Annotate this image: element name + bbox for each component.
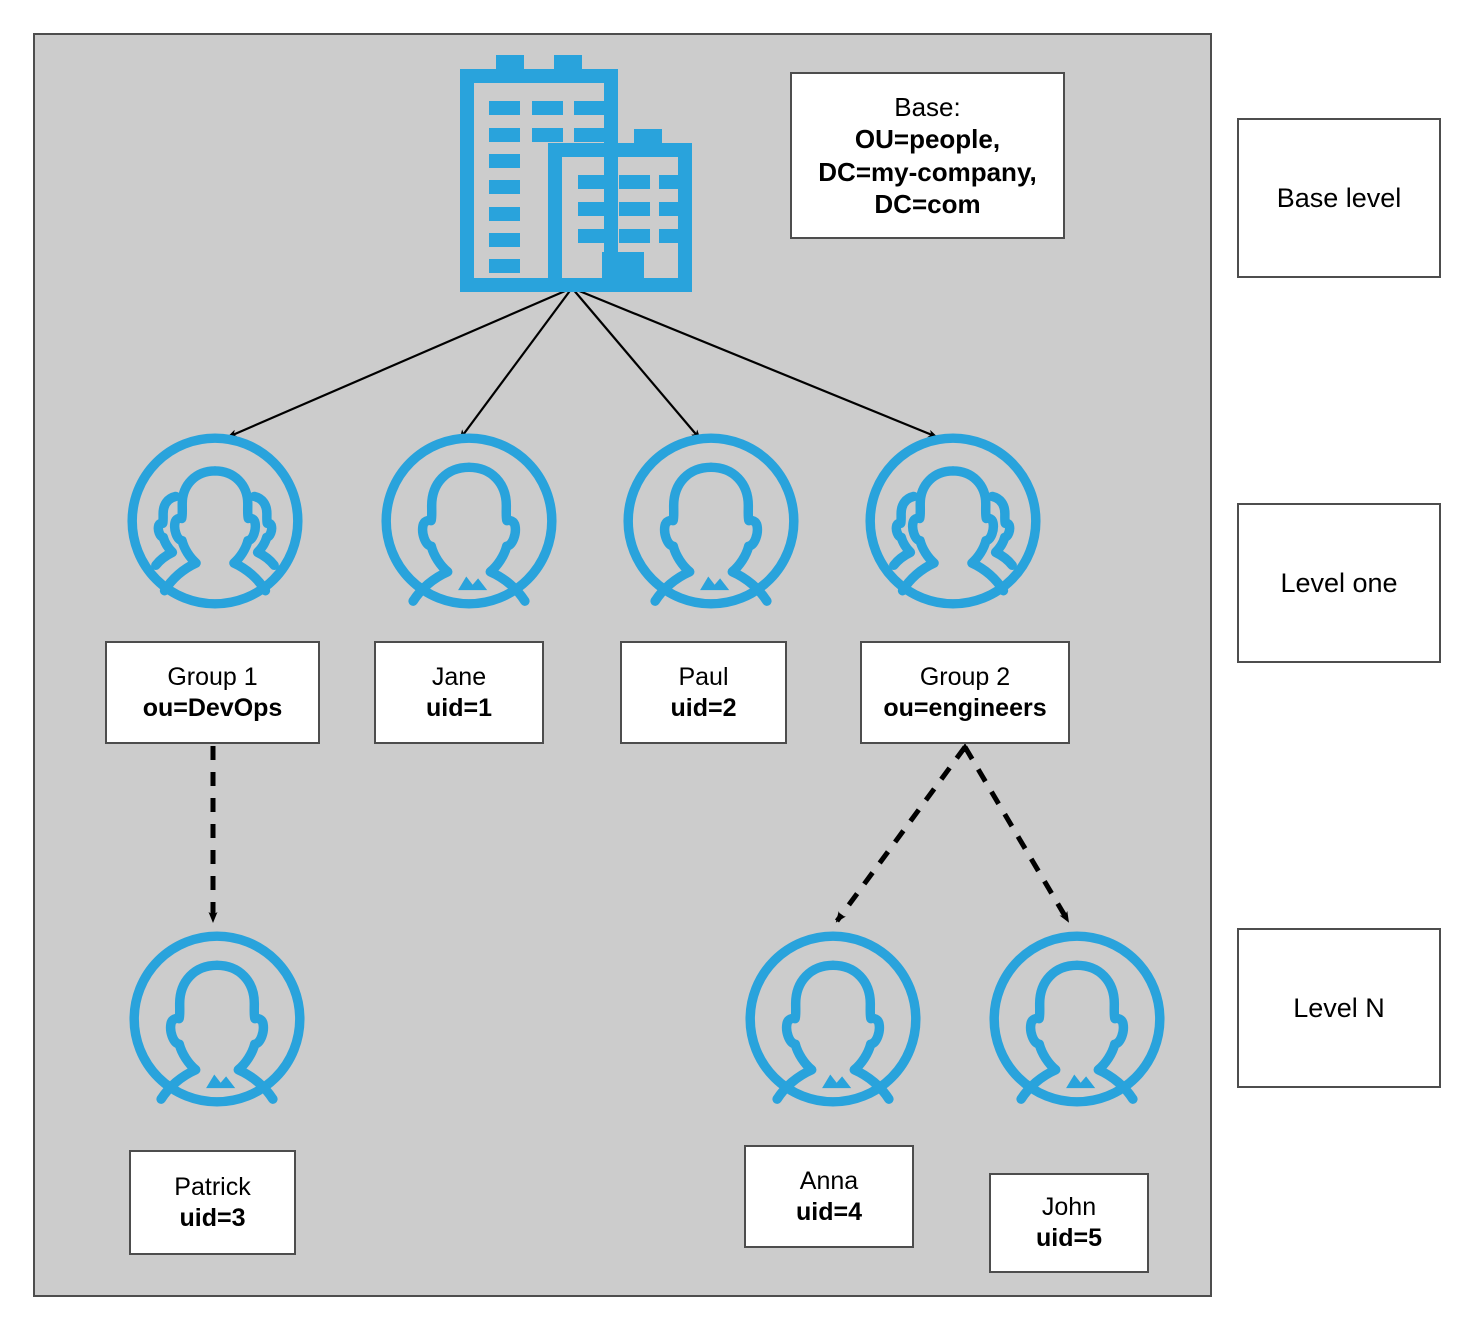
node-attr: uid=1 <box>426 693 492 722</box>
base-dn-line-3: DC=my-company, <box>818 156 1037 187</box>
node-name: Group 1 <box>167 662 258 691</box>
legend-label: Base level <box>1276 182 1402 213</box>
base-dn-box: Base: OU=people, DC=my-company, DC=com <box>790 72 1065 239</box>
person-avatar-icon <box>986 928 1168 1110</box>
base-dn-line-4: DC=com <box>874 188 981 219</box>
node-attr: ou=engineers <box>883 693 1047 722</box>
person-avatar-icon <box>126 928 308 1110</box>
base-dn-line-2: OU=people, <box>854 124 1001 155</box>
node-name: Jane <box>431 662 487 691</box>
person-avatar-icon <box>378 430 560 612</box>
node-attr: uid=5 <box>1036 1224 1102 1252</box>
legend-label: Level one <box>1280 567 1398 598</box>
person-avatar-icon <box>742 928 924 1110</box>
node-name: Group 2 <box>919 662 1011 691</box>
node-label-group2: Group 2 ou=engineers <box>860 641 1070 744</box>
node-label-jane: Jane uid=1 <box>374 641 544 744</box>
node-name: Patrick <box>174 1172 251 1201</box>
legend-level-one: Level one <box>1237 503 1441 663</box>
node-name: Anna <box>799 1166 859 1195</box>
legend-level-n: Level N <box>1237 928 1441 1088</box>
node-label-anna: Anna uid=4 <box>744 1145 914 1248</box>
node-name: Paul <box>678 662 729 691</box>
node-label-patrick: Patrick uid=3 <box>129 1150 296 1255</box>
node-attr: uid=2 <box>670 693 737 722</box>
node-label-paul: Paul uid=2 <box>620 641 787 744</box>
node-label-group1: Group 1 ou=DevOps <box>105 641 320 744</box>
office-building-icon <box>452 47 700 292</box>
legend-label: Level N <box>1293 992 1385 1023</box>
node-label-john: John uid=5 <box>989 1173 1149 1273</box>
node-name: John <box>1041 1193 1097 1221</box>
node-attr: uid=4 <box>796 1197 862 1226</box>
group-avatar-icon <box>862 430 1044 612</box>
node-attr: uid=3 <box>179 1203 246 1232</box>
person-avatar-icon <box>620 430 802 612</box>
base-dn-line-1: Base: <box>894 92 961 123</box>
node-attr: ou=DevOps <box>142 693 283 722</box>
legend-base-level: Base level <box>1237 118 1441 278</box>
group-avatar-icon <box>124 430 306 612</box>
